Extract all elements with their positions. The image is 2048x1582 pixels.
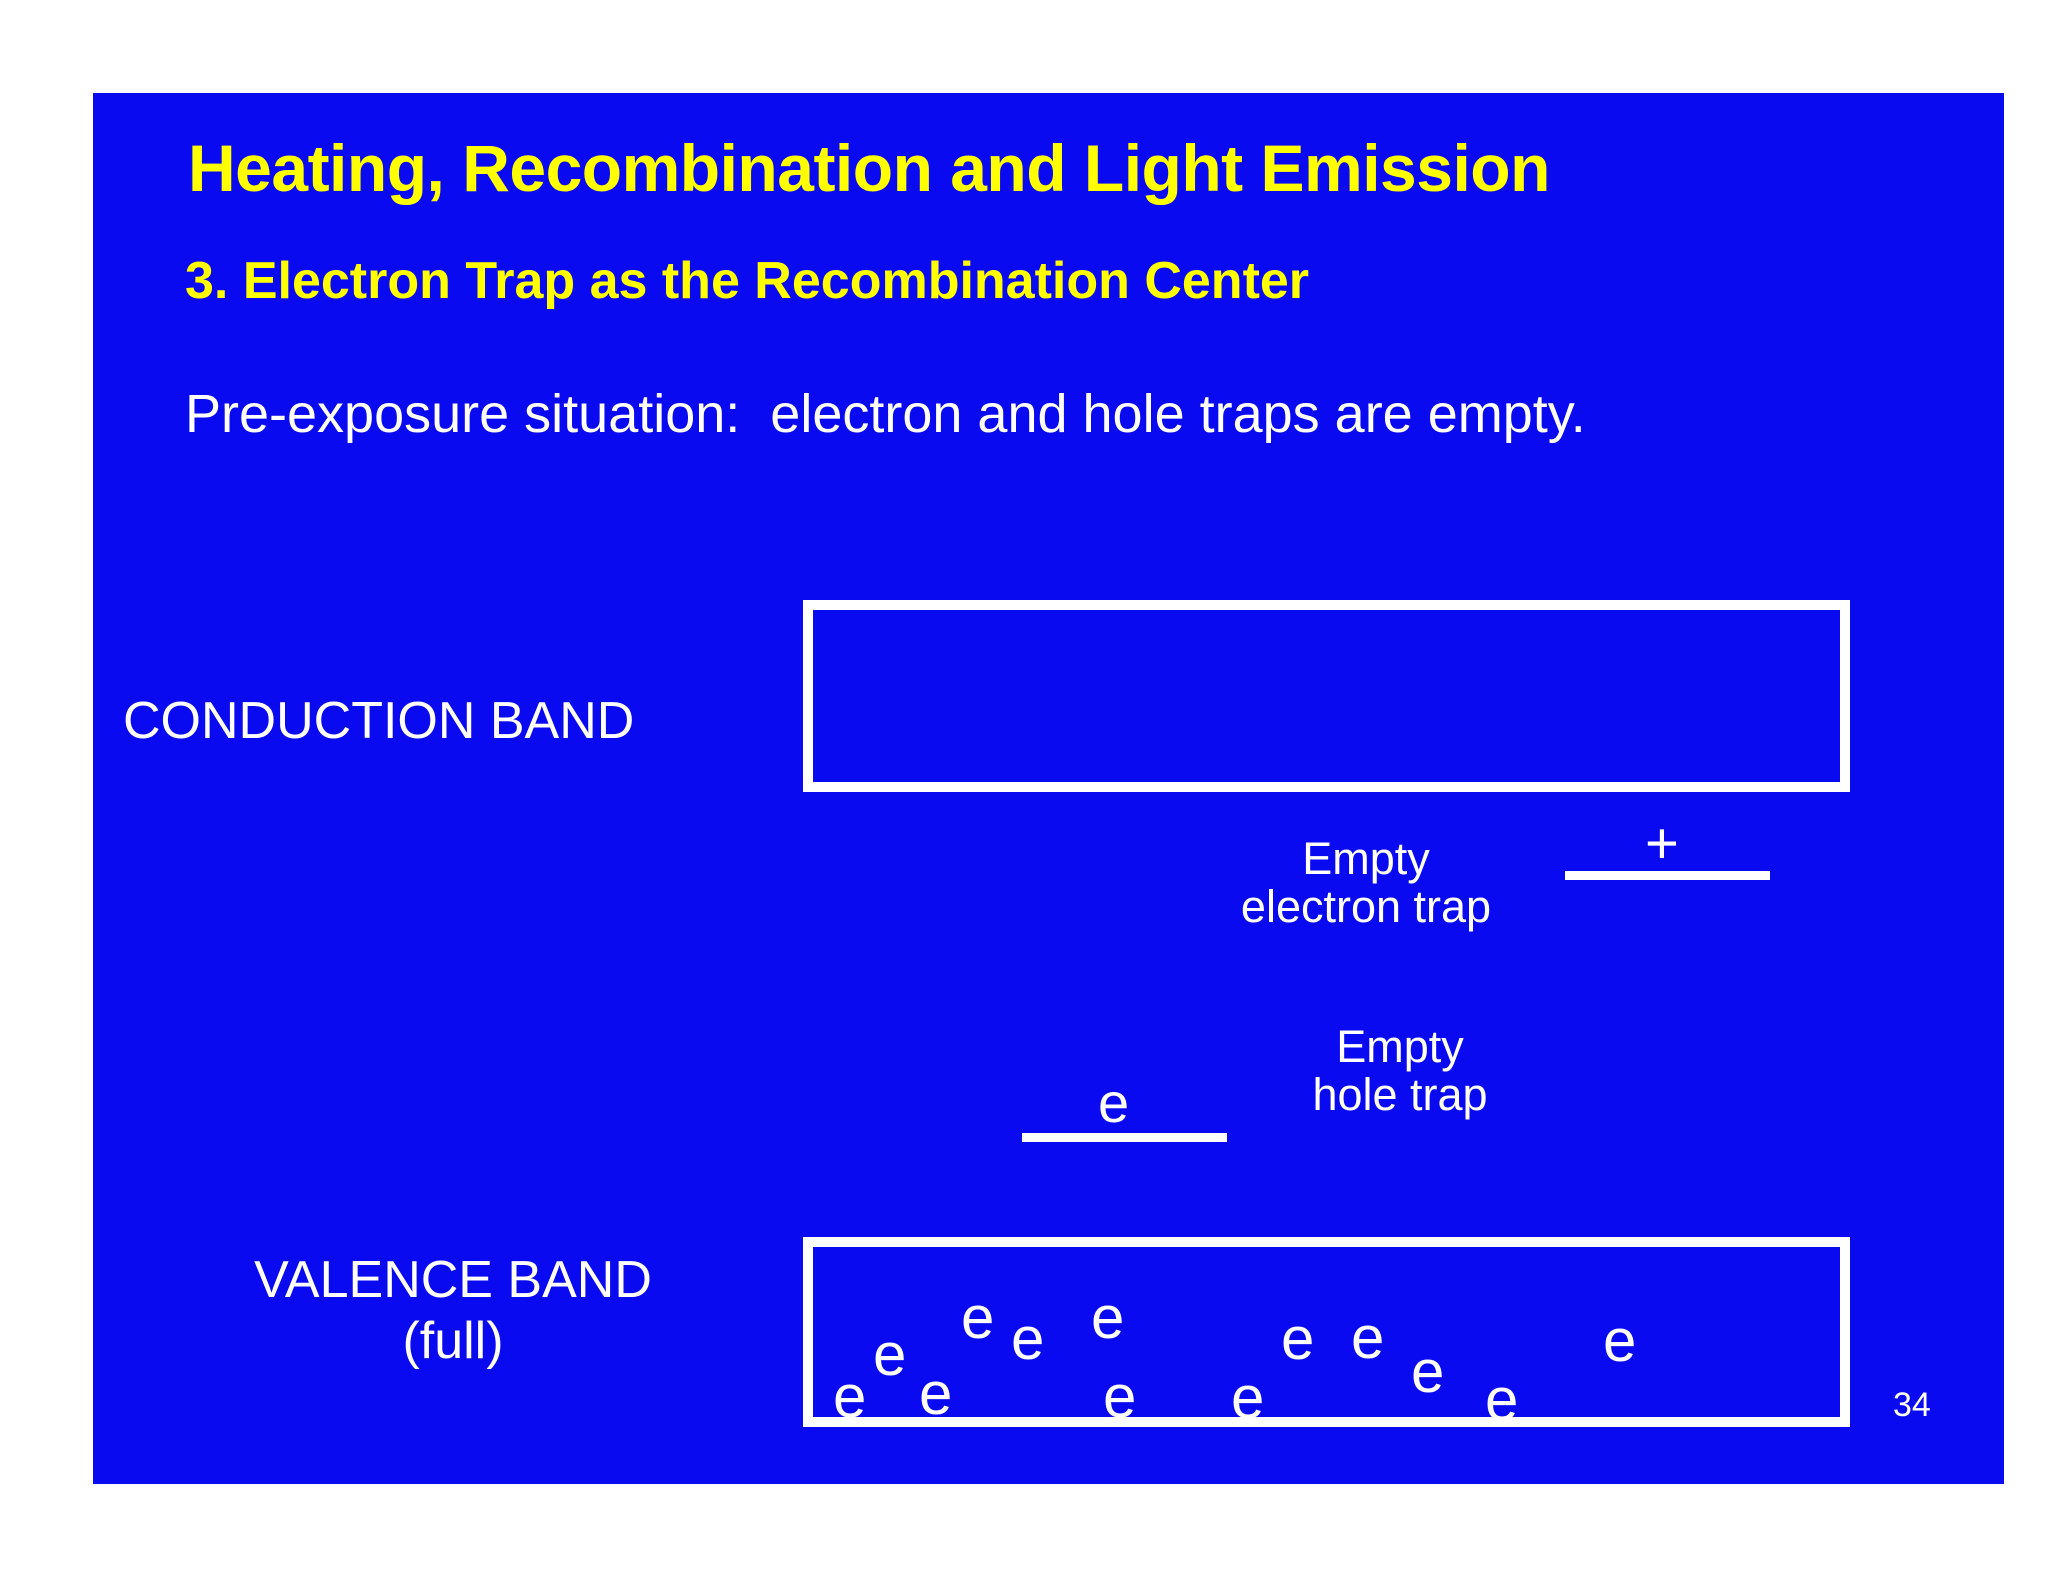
- valence-band-electron: e: [1231, 1364, 1265, 1431]
- electron-trap-level-line: [1565, 871, 1770, 880]
- valence-band-electron: e: [1011, 1305, 1045, 1372]
- valence-band-label-line2: (full): [402, 1312, 504, 1371]
- valence-band-electron: e: [919, 1360, 953, 1427]
- valence-band-electron: e: [1281, 1305, 1315, 1372]
- valence-band-label-line1: VALENCE BAND: [254, 1251, 652, 1309]
- valence-band-electron: e: [873, 1321, 907, 1388]
- slide-body-text: Pre-exposure situation: electron and hol…: [185, 384, 1586, 444]
- electron-trap-plus-charge-icon: +: [1645, 811, 1679, 876]
- valence-band-electron: e: [961, 1284, 995, 1351]
- valence-band-label: VALENCE BAND (full): [133, 1250, 773, 1373]
- conduction-band-label: CONDUCTION BAND: [123, 692, 635, 750]
- hole-trap-level-line: [1022, 1133, 1227, 1142]
- valence-band-electron: e: [833, 1363, 867, 1430]
- valence-band-electron: e: [1603, 1307, 1637, 1374]
- valence-band-electron: e: [1485, 1366, 1519, 1433]
- valence-band-electron: e: [1091, 1284, 1125, 1351]
- hole-trap-electron-icon: e: [1098, 1071, 1130, 1134]
- valence-band-electron: e: [1411, 1338, 1445, 1405]
- valence-band-electron: e: [1103, 1363, 1137, 1430]
- conduction-band-box: [803, 600, 1850, 792]
- slide-subtitle: 3. Electron Trap as the Recombination Ce…: [185, 252, 1310, 310]
- electron-trap-caption: Empty electron trap: [1240, 833, 1492, 933]
- valence-band-electron: e: [1351, 1304, 1385, 1371]
- hole-trap-caption: Empty hole trap: [1312, 1021, 1488, 1121]
- page-number: 34: [1893, 1386, 1931, 1424]
- slide-canvas: Heating, Recombination and Light Emissio…: [93, 93, 2004, 1484]
- slide-title: Heating, Recombination and Light Emissio…: [188, 131, 1550, 205]
